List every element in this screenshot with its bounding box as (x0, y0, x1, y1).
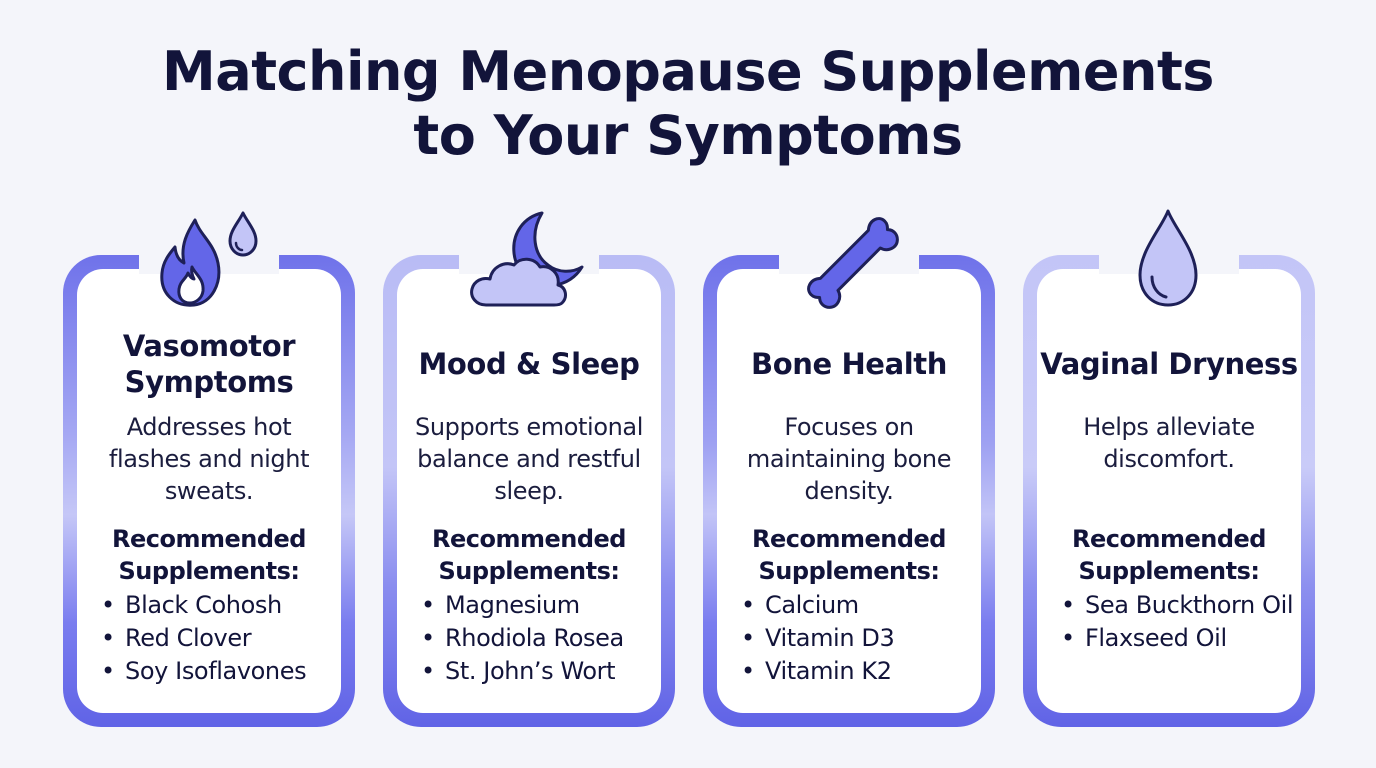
card-title: Vasomotor Symptoms (122, 329, 296, 399)
card-vaginal-dryness: Vaginal Dryness Helps alleviate discomfo… (1023, 255, 1315, 727)
card-content: Bone Health Focuses on maintaining bone … (717, 327, 981, 688)
supplement-list: • Magnesium • Rhodiola Rosea • St. John’s W… (397, 589, 661, 688)
flame-and-droplet-icon (160, 211, 258, 307)
page-title: Matching Menopause Supplements to Your S… (0, 40, 1376, 168)
list-item: • Vitamin K2 (741, 655, 981, 688)
list-item: • Magnesium (421, 589, 661, 622)
card-description: Focuses on maintaining bone density. (746, 413, 952, 505)
card-title: Vaginal Dryness (1040, 347, 1298, 381)
list-item: • Sea Buckthorn Oil (1061, 589, 1301, 622)
bullet: • (741, 657, 755, 685)
card-body (397, 269, 661, 713)
supplement-name: St. John’s Wort (445, 657, 616, 685)
list-item: • Calcium (741, 589, 981, 622)
bullet: • (101, 624, 115, 652)
supplement-name: Sea Buckthorn Oil (1085, 591, 1294, 619)
recommended-label: Recommended Supplements: (1072, 525, 1267, 585)
card-bone-health: Bone Health Focuses on maintaining bone … (703, 255, 995, 727)
bullet: • (1061, 624, 1075, 652)
droplet-icon (1138, 209, 1198, 307)
list-item: • Vitamin D3 (741, 622, 981, 655)
list-item: • Soy Isoflavones (101, 655, 341, 688)
card-description: Supports emotional balance and restful s… (415, 413, 643, 505)
bullet: • (1061, 591, 1075, 619)
bullet: • (421, 657, 435, 685)
card-vasomotor: Vasomotor Symptoms Addresses hot flashes… (63, 255, 355, 727)
card-body (77, 269, 341, 713)
bone-icon (807, 217, 899, 309)
bullet: • (741, 591, 755, 619)
moon-and-cloud-icon (470, 211, 584, 307)
recommended-label: Recommended Supplements: (752, 525, 947, 585)
list-item: • St. John’s Wort (421, 655, 661, 688)
supplement-name: Rhodiola Rosea (445, 624, 624, 652)
recommended-label: Recommended Supplements: (432, 525, 627, 585)
supplement-name: Red Clover (125, 624, 252, 652)
bullet: • (741, 624, 755, 652)
card-title: Bone Health (751, 347, 947, 381)
card-body (717, 269, 981, 713)
list-item: • Black Cohosh (101, 589, 341, 622)
bullet: • (101, 591, 115, 619)
supplement-list: • Sea Buckthorn Oil • Flaxseed Oil (1037, 589, 1301, 655)
supplement-name: Soy Isoflavones (125, 657, 307, 685)
supplement-list: • Black Cohosh • Red Clover • Soy Isoflavon… (77, 589, 341, 688)
card-mood-sleep: Mood & Sleep Supports emotional balance … (383, 255, 675, 727)
supplement-name: Calcium (765, 591, 859, 619)
supplement-name: Vitamin D3 (765, 624, 895, 652)
card-body (1037, 269, 1301, 713)
title-line: to Your Symptoms (413, 104, 963, 167)
title-line: Matching Menopause Supplements (162, 40, 1214, 103)
card-description: Addresses hot flashes and night sweats. (108, 413, 310, 505)
recommended-label: Recommended Supplements: (112, 525, 307, 585)
list-item: • Rhodiola Rosea (421, 622, 661, 655)
supplement-name: Flaxseed Oil (1085, 624, 1227, 652)
supplement-name: Black Cohosh (125, 591, 282, 619)
bullet: • (101, 657, 115, 685)
supplement-name: Vitamin K2 (765, 657, 892, 685)
bullet: • (421, 591, 435, 619)
card-content: Mood & Sleep Supports emotional balance … (397, 327, 661, 688)
card-content: Vaginal Dryness Helps alleviate discomfo… (1037, 327, 1301, 655)
list-item: • Red Clover (101, 622, 341, 655)
supplement-list: • Calcium • Vitamin D3 • Vitamin K2 (717, 589, 981, 688)
card-description: Helps alleviate discomfort. (1083, 413, 1255, 473)
list-item: • Flaxseed Oil (1061, 622, 1301, 655)
card-title: Mood & Sleep (418, 347, 640, 381)
bullet: • (421, 624, 435, 652)
card-content: Vasomotor Symptoms Addresses hot flashes… (77, 327, 341, 688)
supplement-name: Magnesium (445, 591, 580, 619)
